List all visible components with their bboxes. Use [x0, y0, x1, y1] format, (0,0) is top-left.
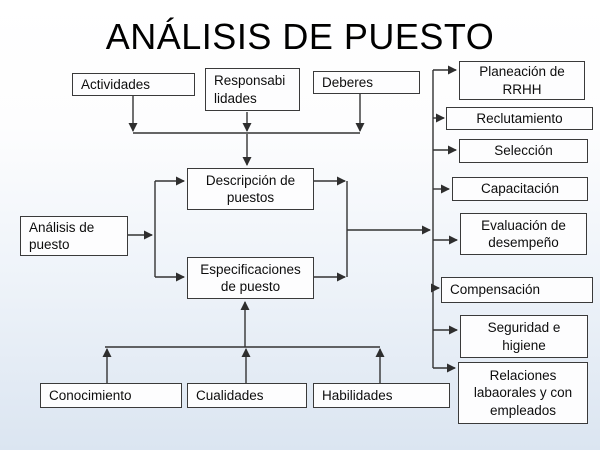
node-seleccion: Selección	[459, 139, 588, 163]
node-evaluacion-de-desempeno: Evaluación de desempeño	[460, 213, 587, 255]
node-seguridad-e-higiene: Seguridad e higiene	[460, 315, 588, 358]
node-responsabilidades: Responsabi lidades	[205, 68, 300, 111]
node-planeacion-de-rrhh: Planeación de RRHH	[459, 61, 585, 100]
node-relaciones-laborales: Relaciones labaorales y con empleados	[458, 362, 588, 424]
node-descripcion-de-puestos: Descripción de puestos	[187, 168, 314, 210]
node-conocimiento: Conocimiento	[40, 383, 182, 408]
output-merge-connectors	[314, 176, 431, 282]
node-reclutamiento: Reclutamiento	[446, 107, 593, 130]
node-capacitacion: Capacitación	[452, 177, 588, 201]
node-habilidades: Habilidades	[313, 383, 450, 408]
node-analisis-de-puesto: Análisis de puesto	[20, 216, 128, 256]
bottom-merge-connectors	[102, 301, 385, 383]
node-compensacion: Compensación	[441, 277, 593, 303]
node-deberes: Deberes	[313, 71, 420, 94]
node-especificaciones-de-puesto: Especificaciones de puesto	[187, 257, 314, 299]
node-cualidades: Cualidades	[187, 383, 307, 408]
slide-title: ANÁLISIS DE PUESTO	[105, 16, 495, 57]
analisis-branch-connectors	[128, 176, 185, 282]
node-actividades: Actividades	[72, 73, 195, 96]
